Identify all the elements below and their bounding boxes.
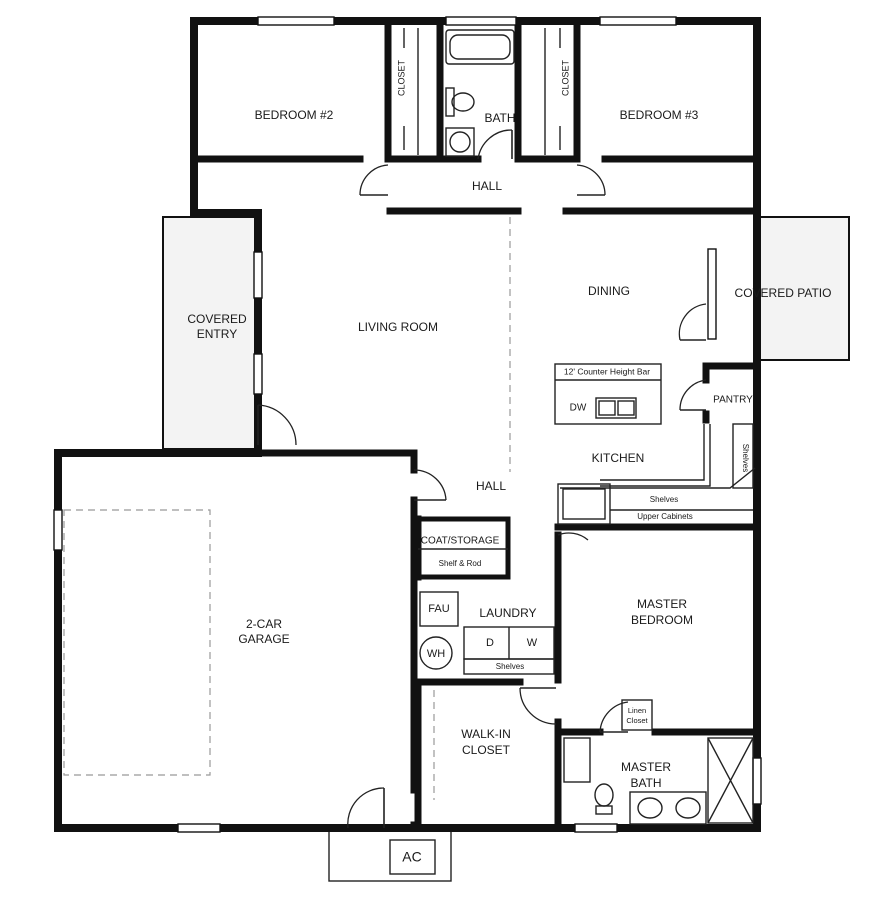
label-master-bedroom-2: BEDROOM (631, 613, 693, 627)
label-bath: BATH (484, 111, 515, 125)
label-master-bath-1: MASTER (621, 760, 671, 774)
dashed-lines (63, 217, 511, 800)
label-covered-entry-1: COVERED (187, 312, 247, 326)
label-shelves-laundry: Shelves (496, 662, 524, 671)
doors (257, 129, 707, 829)
label-washer: W (527, 637, 538, 649)
label-shelves-kitchen: Shelves (650, 495, 678, 504)
label-bedroom-3: BEDROOM #3 (620, 108, 699, 122)
label-hall-mid: HALL (476, 479, 506, 493)
label-laundry: LAUNDRY (479, 606, 536, 620)
laundry-fixtures (418, 548, 555, 675)
windows (53, 16, 762, 833)
label-counter-bar: 12' Counter Height Bar (564, 366, 650, 376)
label-shelf-rod: Shelf & Rod (439, 559, 482, 568)
label-coat-storage: COAT/STORAGE (421, 536, 500, 547)
label-walk-in-1: WALK-IN (461, 727, 511, 741)
label-garage-1: 2-CAR (246, 617, 282, 631)
label-fau: FAU (428, 603, 449, 615)
label-pantry: PANTRY (713, 395, 753, 406)
label-upper-cabinets: Upper Cabinets (637, 512, 693, 521)
label-shelves-vertical: Shelves (741, 444, 750, 472)
label-dining: DINING (588, 284, 630, 298)
interior-walls (58, 21, 757, 832)
label-dryer: D (486, 637, 494, 649)
bath-fixtures (403, 28, 561, 157)
label-ac: AC (402, 849, 421, 865)
label-linen-closet-2: Closet (626, 716, 648, 725)
label-covered-entry-2: ENTRY (197, 327, 237, 341)
label-dw: DW (570, 403, 587, 414)
room-labels: BEDROOM #2 BEDROOM #3 CLOSET CLOSET BATH… (187, 59, 831, 790)
label-garage-2: GARAGE (238, 632, 289, 646)
label-kitchen: KITCHEN (592, 451, 645, 465)
label-closet-left: CLOSET (396, 59, 406, 96)
master-bath-fixtures (563, 699, 754, 825)
label-master-bath-2: BATH (630, 776, 661, 790)
label-closet-right: CLOSET (560, 59, 570, 96)
label-bedroom-2: BEDROOM #2 (255, 108, 334, 122)
label-hall-top: HALL (472, 179, 502, 193)
ac-unit: AC (389, 839, 436, 875)
label-living-room: LIVING ROOM (358, 320, 438, 334)
label-linen-closet-1: Linen (628, 706, 646, 715)
label-walk-in-2: CLOSET (462, 743, 511, 757)
covered-entry-area (162, 216, 259, 450)
kitchen-fixtures (554, 363, 756, 525)
label-wh: WH (427, 648, 445, 660)
label-covered-patio: COVERED PATIO (735, 286, 832, 300)
fixture-labels: 12' Counter Height Bar DW Shelves Shelve… (427, 366, 750, 725)
label-master-bedroom-1: MASTER (637, 597, 687, 611)
